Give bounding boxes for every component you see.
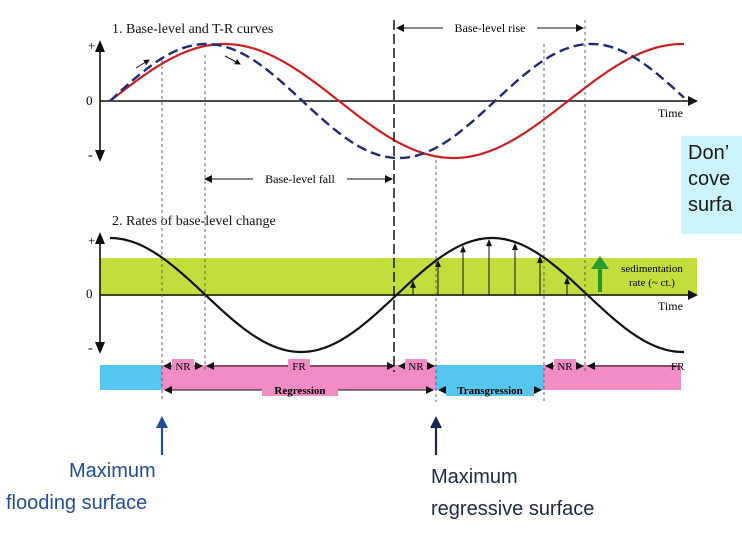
curve-pointer-arrow (224, 55, 241, 65)
rate-arrow-head (435, 260, 441, 267)
bar-segment-cyan (100, 365, 162, 390)
side-note-box: Don’ cove surfa (681, 136, 742, 234)
mfs-label-line2: flooding surface (6, 492, 148, 514)
phase-nr-2: NR (408, 361, 424, 373)
panel-2-y-minus: - (88, 341, 93, 356)
panel-1-y-plus: + (88, 38, 95, 53)
mfs-arrow-head (156, 416, 168, 428)
transgression-label: Transgression (457, 385, 523, 397)
curve-pointer-arrow (135, 59, 150, 69)
sedimentation-arrow-head (591, 256, 609, 269)
panel-1-y-zero: 0 (86, 93, 93, 108)
panel-2: 2. Rates of base-level change + 0 - Time… (86, 214, 698, 356)
y-axis-down-arrow (95, 150, 105, 162)
rate-arrow-head (486, 239, 492, 247)
rate-of-base-level-change-curve (110, 236, 684, 354)
phase-bar: NR FR NR NR FR Regression Transgression (100, 359, 685, 397)
side-note-line: surfa (688, 194, 733, 216)
panel-2-time-label: Time (658, 299, 683, 313)
rate-arrow-head (564, 277, 570, 285)
y-axis-up-arrow (95, 232, 105, 244)
mrs-label-line1: Maximum (431, 466, 518, 488)
rate-arrow-head (410, 280, 416, 288)
phase-nr-1: NR (175, 361, 191, 373)
rate-arrow-head (512, 243, 518, 250)
base-level-fall-label: Base-level fall (265, 172, 335, 186)
phase-fr-1: FR (292, 361, 306, 373)
sedimentation-rate-band (100, 258, 697, 296)
sed-rate-label-line2: rate (~ ct.) (629, 277, 675, 289)
x-axis-right-arrow (688, 96, 698, 106)
mfs-label-line1: Maximum (69, 460, 156, 482)
panel-2-title: 2. Rates of base-level change (112, 214, 276, 229)
regression-label: Regression (274, 385, 325, 397)
rate-arrow-head (537, 255, 543, 263)
y-axis-down-arrow (95, 342, 105, 354)
base-level-curve-dashed (109, 42, 685, 160)
y-axis-up-arrow (95, 40, 105, 52)
sed-rate-label-line1: sedimentation (621, 263, 683, 275)
side-note-line: cove (688, 168, 731, 190)
mrs-label-line2: regressive surface (431, 498, 595, 520)
side-note-line: Don’ (688, 142, 730, 164)
phase-fr-2: FR (671, 361, 685, 373)
guide-lines (161, 20, 586, 402)
mrs-arrow-head (430, 416, 442, 428)
panel-1: 1. Base-level and T-R curves + 0 - Time … (86, 20, 698, 187)
rate-arrows (410, 239, 570, 295)
base-level-rise-label: Base-level rise (455, 21, 526, 35)
panel-1-title: 1. Base-level and T-R curves (112, 22, 273, 37)
panel-1-time-label: Time (658, 106, 683, 120)
rate-arrow-head (460, 245, 466, 253)
phase-nr-3: NR (557, 361, 573, 373)
panel-1-y-minus: - (88, 148, 93, 163)
t-r-curve-red (109, 42, 684, 160)
x-axis-right-arrow (688, 290, 698, 300)
panel-2-y-plus: + (88, 233, 95, 248)
panel-2-y-zero: 0 (86, 286, 93, 301)
